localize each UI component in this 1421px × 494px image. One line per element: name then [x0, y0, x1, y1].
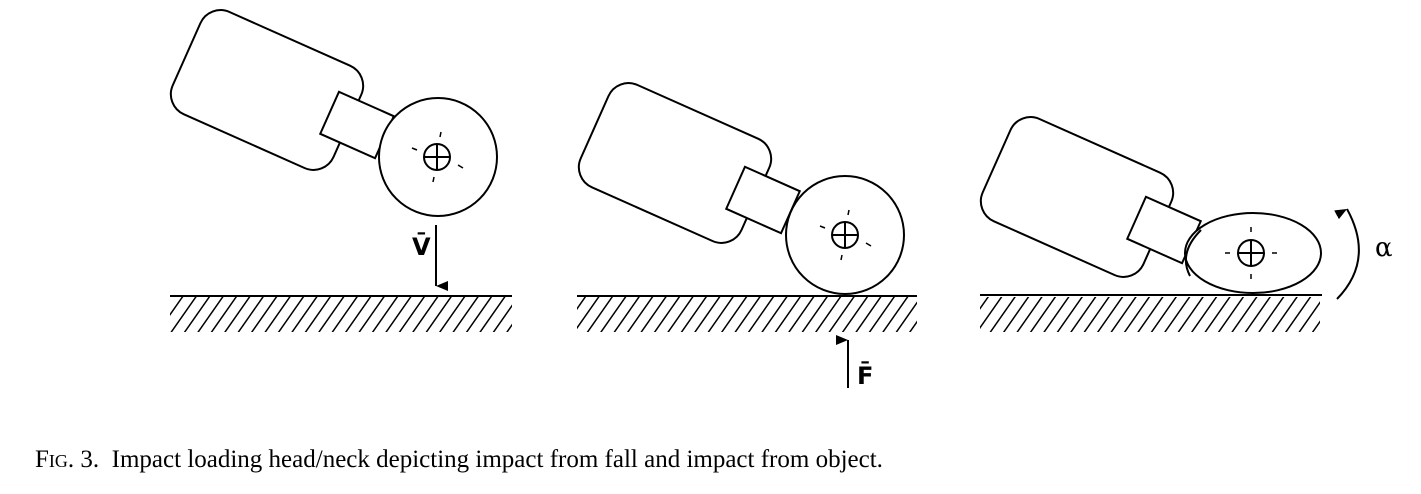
panel-impact-from-object — [577, 82, 917, 388]
torso-shape — [979, 116, 1175, 278]
figure-caption: Fig. 3. Impact loading head/neck depicti… — [35, 446, 883, 474]
panel-impact-from-fall — [169, 9, 512, 332]
center-of-mass-icon — [819, 209, 872, 261]
ground-hatch — [577, 297, 917, 332]
figure-number: Fig. 3. — [35, 446, 100, 473]
velocity-label: V̄ — [412, 231, 431, 261]
force-label: F̄ — [857, 360, 873, 390]
rotation-arrow — [1334, 208, 1360, 300]
torso-shape — [169, 9, 365, 171]
center-of-mass-icon — [1225, 227, 1277, 279]
panel-rotation — [979, 116, 1360, 332]
torso-shape — [577, 82, 773, 244]
ground-hatch — [170, 297, 512, 332]
ground-hatch — [980, 297, 1320, 332]
caption-text: Impact loading head/neck depicting impac… — [111, 446, 883, 473]
center-of-mass-icon — [411, 131, 464, 183]
angle-label: α — [1375, 233, 1393, 263]
